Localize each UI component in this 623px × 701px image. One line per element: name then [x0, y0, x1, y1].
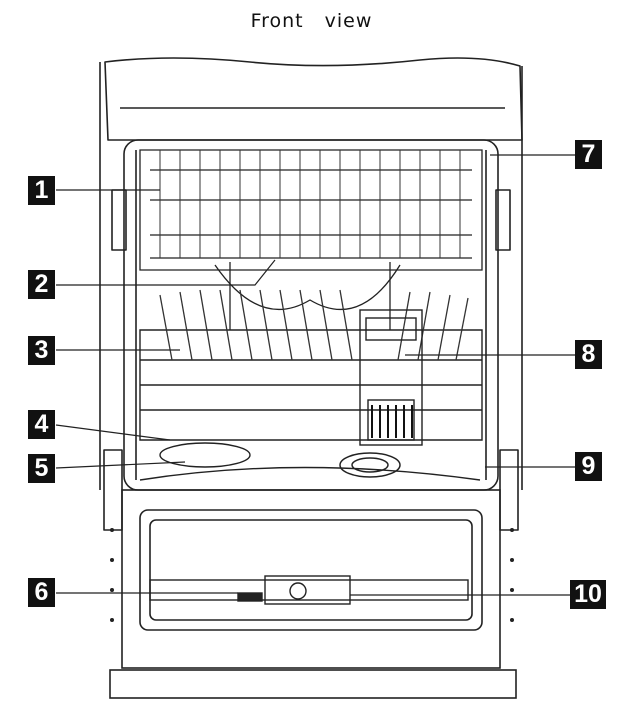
upper-spray-arm — [214, 262, 401, 330]
leader-line-2 — [56, 259, 276, 286]
callout-badge-9: 9 — [575, 452, 602, 481]
upper-basket — [139, 149, 483, 271]
callout-badge-8: 8 — [575, 340, 602, 369]
figure-title: Front view — [250, 10, 373, 32]
leader-line-4 — [55, 424, 171, 441]
door — [109, 489, 517, 699]
callout-badge-2: 2 — [28, 270, 55, 299]
lower-basket — [139, 329, 483, 441]
callout-badge-4: 4 — [28, 410, 55, 439]
filter-assembly — [339, 452, 401, 478]
callout-badge-3: 3 — [28, 336, 55, 365]
control-panel — [104, 57, 523, 141]
callout-badge-10: 10 — [570, 580, 606, 609]
callout-badge-5: 5 — [28, 454, 55, 483]
cabinet-body — [99, 62, 523, 490]
callout-badge-7: 7 — [575, 140, 602, 169]
callout-badge-1: 1 — [28, 176, 55, 205]
callout-badge-6: 6 — [28, 578, 55, 607]
detergent-dispenser — [149, 575, 469, 605]
lower-spray-arm — [139, 442, 481, 481]
leader-line-5 — [55, 461, 186, 469]
cutlery-basket — [359, 309, 423, 446]
